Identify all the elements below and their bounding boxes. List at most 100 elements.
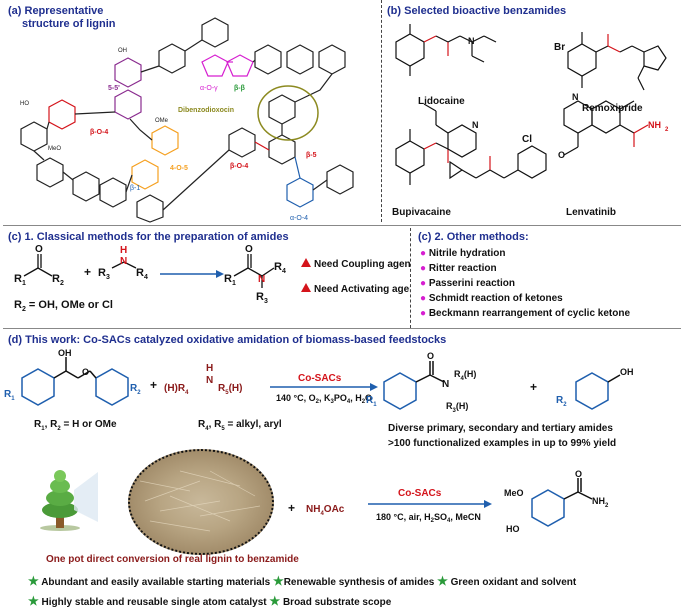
label-alpha-o-4: α-O-4 xyxy=(290,215,308,222)
svg-text:H: H xyxy=(120,245,127,256)
warn-triangle-2 xyxy=(301,283,311,292)
svg-text:H: H xyxy=(206,363,213,374)
svg-text:R5(H): R5(H) xyxy=(218,383,242,396)
benzamides-structures: Lidocaine Remoxipride Bupivacaine Lenvat… xyxy=(392,24,669,218)
lenvatinib-nh2-sub: 2 xyxy=(665,127,669,133)
d-reaction-1: OH O R1 R2 + (H)R4 N H R5(H) Co-SACs 140… xyxy=(4,348,634,449)
lignin-ring-c2 xyxy=(136,194,164,223)
svg-text:MeO: MeO xyxy=(504,488,524,498)
lignin-ring-b5b xyxy=(326,164,354,195)
lignin-photo xyxy=(128,449,274,555)
label-4-o-5: 4-O-5 xyxy=(170,165,188,172)
svg-text:R1: R1 xyxy=(4,389,15,402)
svg-text:R2 = OH, OMe or Cl: R2 = OH, OMe or Cl xyxy=(14,299,113,312)
svg-text:O: O xyxy=(575,470,582,479)
svg-text:N: N xyxy=(120,256,127,267)
panel-a-title-line1: (a) Representative xyxy=(8,5,104,17)
svg-text:R2: R2 xyxy=(556,395,567,408)
svg-text:OH: OH xyxy=(620,367,634,377)
star-icon: ★ xyxy=(437,574,448,588)
c2-item: ● Passerini reaction xyxy=(420,278,515,289)
lignin-ring-d3 xyxy=(228,127,256,158)
svg-text:O: O xyxy=(245,244,253,255)
panel-d-title: (d) This work: Co-SACs catalyzed oxidati… xyxy=(8,334,447,346)
svg-text:O: O xyxy=(82,367,89,377)
features-row-1: ★ Abundant and easily available starting… xyxy=(28,574,577,588)
svg-text:R3(H): R3(H) xyxy=(446,401,468,414)
lignin-ring-d2 xyxy=(268,134,296,165)
panel-c2-title: (c) 2. Other methods: xyxy=(418,231,529,243)
panel-a-title-line2: structure of lignin xyxy=(22,18,116,30)
lidocaine-label: Lidocaine xyxy=(418,96,465,107)
lignin-ring-55a xyxy=(114,57,142,88)
panel-a-title: (a) Representative structure of lignin xyxy=(8,5,116,31)
svg-text:NH4OAc: NH4OAc xyxy=(306,504,345,517)
c2-item: ● Nitrile hydration xyxy=(420,248,506,259)
lignin-ring-bo4 xyxy=(48,99,76,130)
one-pot-caption: One pot direct conversion of real lignin… xyxy=(46,554,299,565)
lignin-ring-r2 xyxy=(286,44,314,75)
svg-text:140 °C, O2, K3PO4, H2O: 140 °C, O2, K3PO4, H2O xyxy=(276,393,372,405)
svg-text:+: + xyxy=(288,501,295,515)
divider-c xyxy=(410,228,411,328)
svg-text:R4: R4 xyxy=(274,261,286,275)
svg-text:O: O xyxy=(35,244,43,255)
svg-text:+: + xyxy=(530,380,537,394)
svg-text:+: + xyxy=(150,378,157,392)
lignin-ring-r3 xyxy=(318,44,346,75)
lenvatinib-label: Lenvatinib xyxy=(566,207,616,218)
c1-reaction: R1 R2 O + R3 N H R4 R1 O N R4 R3 Need Co… xyxy=(14,244,410,312)
svg-text:R2: R2 xyxy=(52,273,64,287)
divider-top xyxy=(3,225,681,226)
lenvatinib-n: N xyxy=(572,92,579,102)
divider-ab xyxy=(381,0,382,222)
svg-text:Need Activating agent: Need Activating agent xyxy=(314,284,410,295)
label-beta-1: β-1 xyxy=(130,185,140,192)
tree-icon xyxy=(38,462,98,532)
lignin-ring-tp2 xyxy=(158,43,186,74)
c2-list: ● Nitrile hydration ● Ritter reaction ● … xyxy=(420,246,630,321)
lignin-ring-l2 xyxy=(36,157,64,188)
label-ome: OMe xyxy=(155,118,169,124)
lignin-ring-d1 xyxy=(268,94,296,125)
svg-text:R1: R1 xyxy=(366,395,377,408)
lenvatinib-o: O xyxy=(558,150,565,160)
svg-text:R4, R5 = alkyl, aryl: R4, R5 = alkyl, aryl xyxy=(198,419,282,432)
label-alpha-o-gamma: α-O-γ xyxy=(200,85,218,92)
lignin-ring-top xyxy=(201,17,229,48)
lenvatinib-nh2: NH xyxy=(648,120,661,130)
label-meo: MeO xyxy=(48,146,61,152)
star-icon: ★ xyxy=(269,594,281,608)
svg-text:OH: OH xyxy=(58,348,72,358)
remoxipride-label: Remoxipride xyxy=(582,103,643,114)
panel-b-title: (b) Selected bioactive benzamides xyxy=(387,5,567,17)
label-beta-o-4-right: β-O-4 xyxy=(230,163,248,170)
lignin-ring-4o5a xyxy=(151,125,179,156)
label-oh: OH xyxy=(118,48,127,54)
svg-text:Co-SACs: Co-SACs xyxy=(298,373,342,384)
remoxipride-br: Br xyxy=(554,42,565,53)
bupivacaine-n: N xyxy=(472,120,479,130)
c2-item: ● Ritter reaction xyxy=(420,263,497,274)
warn-triangle-1 xyxy=(301,258,311,267)
label-beta-5: β-5 xyxy=(306,152,317,159)
svg-text:N: N xyxy=(442,379,449,390)
c2-item: ● Schmidt reaction of ketones xyxy=(420,293,563,304)
bupivacaine-label: Bupivacaine xyxy=(392,207,451,218)
svg-text:N: N xyxy=(206,375,213,386)
lignin-ring-c1 xyxy=(99,177,127,208)
svg-text:>100 functionalized examples i: >100 functionalized examples in up to 99… xyxy=(388,438,616,449)
svg-text:R1, R2 = H or OMe: R1, R2 = H or OMe xyxy=(34,419,117,432)
svg-text:R4: R4 xyxy=(136,267,148,281)
label-5-5: 5-5' xyxy=(108,85,120,92)
label-beta-beta: β-β xyxy=(234,85,246,92)
dibenzodioxocin-highlight xyxy=(257,85,319,141)
svg-text:NH2: NH2 xyxy=(592,496,609,509)
svg-text:Diverse primary, secondary and: Diverse primary, secondary and tertiary … xyxy=(388,423,613,434)
svg-text:O: O xyxy=(427,351,434,361)
lidocaine-n: N xyxy=(468,36,475,46)
label-ho: HO xyxy=(20,101,29,107)
svg-text:R2: R2 xyxy=(130,383,141,396)
svg-text:Co-SACs: Co-SACs xyxy=(398,488,442,499)
label-beta-o-4-left: β-O-4 xyxy=(90,129,108,136)
